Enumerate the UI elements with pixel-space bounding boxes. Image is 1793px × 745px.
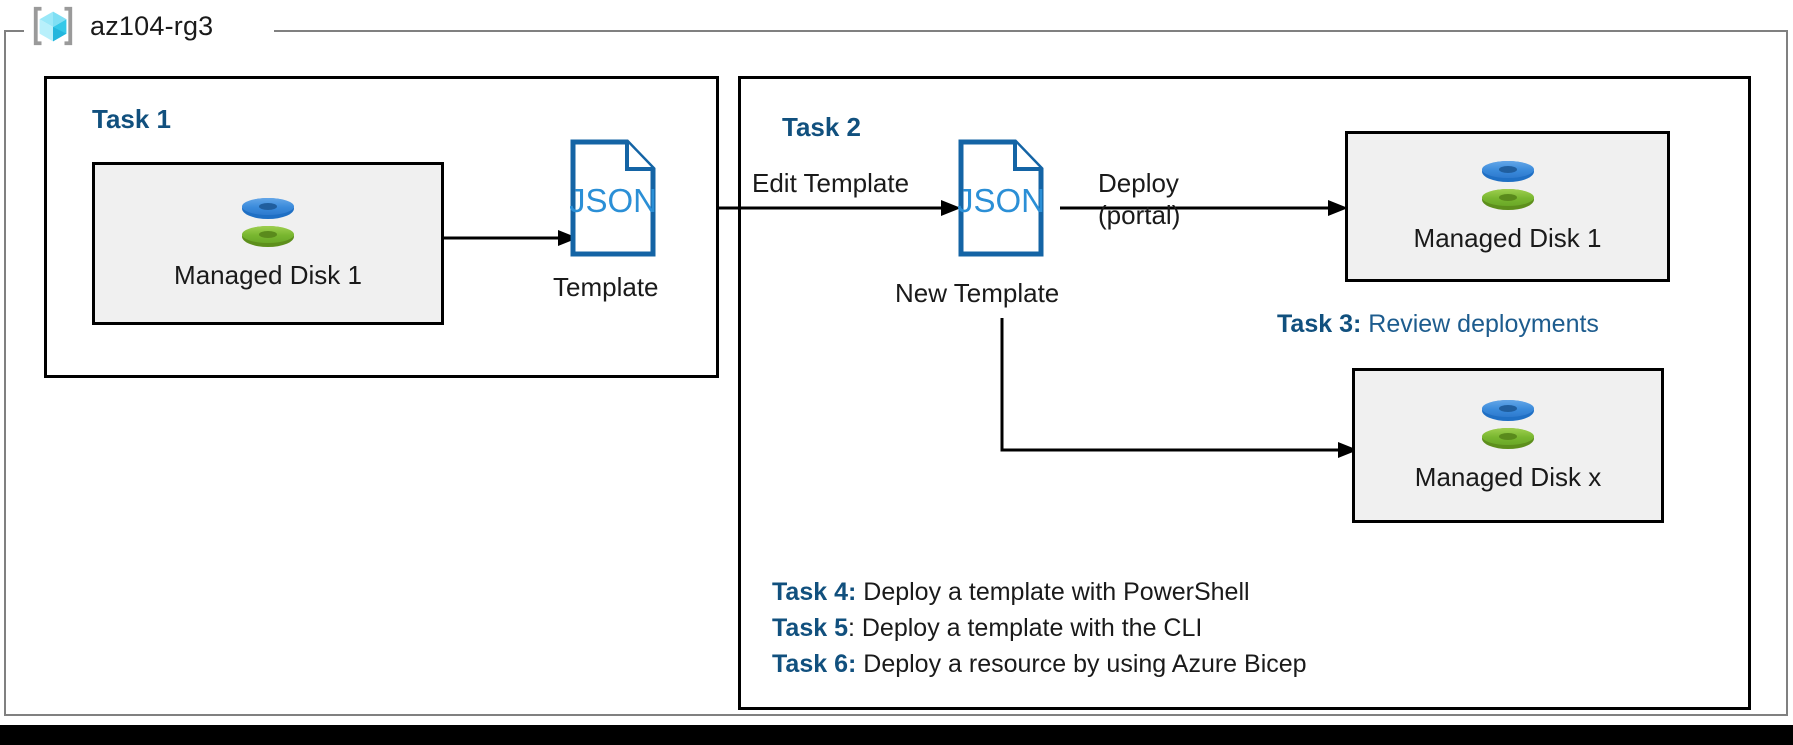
resource-group-name: az104-rg3 [90,10,214,41]
managed-disk-x-label: Managed Disk x [1414,462,1602,492]
task-5-body: : Deploy a template with the CLI [847,614,1203,642]
new-template-caption: New Template [895,278,1060,308]
task-5-note: Task 5: Deploy a template with the CLI [772,614,1307,643]
svg-text:JSON: JSON [958,182,1044,219]
deployed-managed-disk-1-card[interactable]: Managed Disk 1 [1345,131,1670,282]
task-4-body: Deploy a template with PowerShell [856,578,1250,606]
task-6-body: Deploy a resource by using Azure Bicep [856,650,1307,678]
managed-disk-icon [1481,159,1534,217]
task-3-note: Task 3: Review deployments [1277,310,1599,339]
edit-template-arrow-label: Edit Template [752,168,910,198]
managed-disk-x-card[interactable]: Managed Disk x [1352,368,1664,523]
task-1-frame [44,76,719,378]
resource-group-container [4,30,1788,716]
managed-disk-icon [1482,398,1534,456]
task-4-tag: Task 4: [772,578,857,606]
task-3-body: Review deployments [1361,310,1599,338]
managed-disk-icon [242,196,294,254]
azure-resource-group-cube-icon [30,3,76,49]
task-5-tag: Task 5 [772,614,848,642]
task-list: Task 4: Deploy a template with PowerShel… [772,578,1307,686]
task-2-frame [738,76,1751,710]
deployed-managed-disk-1-label: Managed Disk 1 [1413,223,1602,253]
arrow-edit-template [719,200,961,216]
screenshot-bottom-strip [0,725,1793,745]
task-3-tag: Task 3: [1277,310,1362,338]
deploy-arrow-label-line2: (portal) [1098,200,1181,230]
arrow-disk-to-template [444,230,578,246]
json-template-icon-2[interactable]: JSON [958,139,1044,257]
arrow-deploy-scaled [1000,318,1358,458]
template-caption: Template [553,272,659,302]
managed-disk-1-label: Managed Disk 1 [174,260,362,290]
task-1-heading: Task 1 [92,104,172,134]
task-6-note: Task 6: Deploy a resource by using Azure… [772,650,1307,679]
task-2-heading: Task 2 [782,112,862,142]
task-4-note: Task 4: Deploy a template with PowerShel… [772,578,1307,607]
resource-group-header: az104-rg3 [30,3,213,49]
managed-disk-1-card[interactable]: Managed Disk 1 [92,162,444,325]
svg-text:JSON: JSON [570,182,656,219]
arrow-deploy-portal [1060,200,1348,216]
task-6-tag: Task 6: [772,650,857,678]
json-template-icon-1[interactable]: JSON [570,139,656,257]
deploy-arrow-label-line1: Deploy [1098,168,1179,198]
